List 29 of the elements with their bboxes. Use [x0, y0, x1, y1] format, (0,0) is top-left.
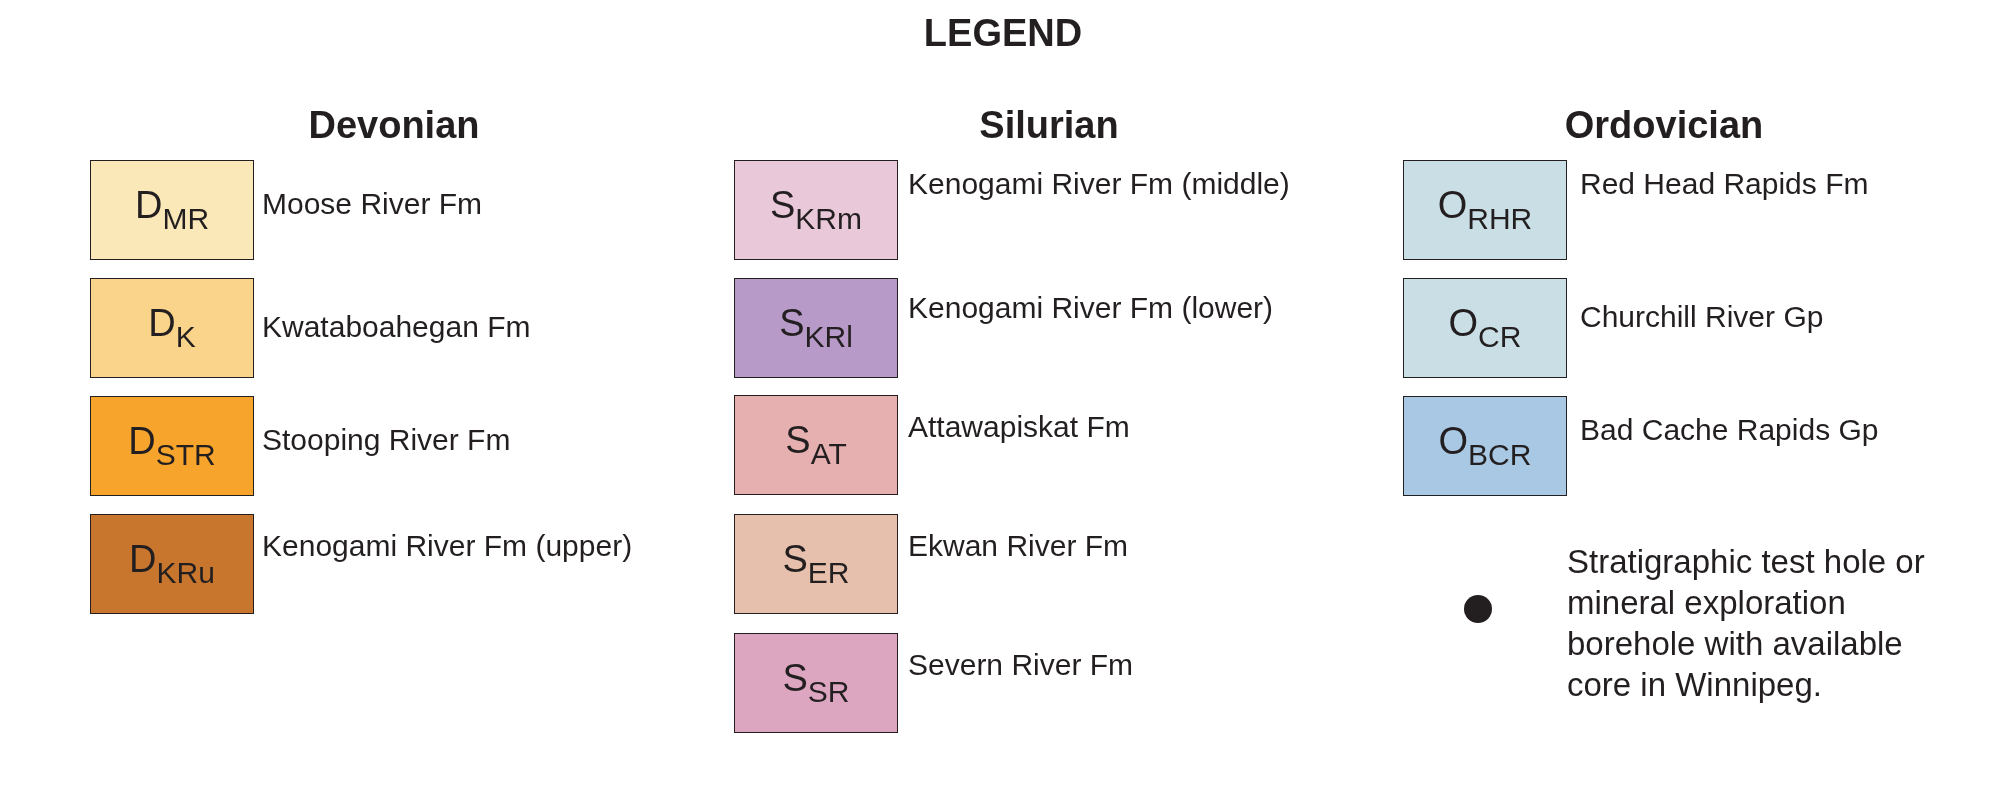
- unit-symbol: D$_{STR}$: [128, 422, 216, 470]
- unit-name: Kwataboahegan Fm: [262, 310, 531, 344]
- unit-symbol: S$_{KRl}$: [779, 304, 853, 352]
- unit-name: Kenogami River Fm (middle): [908, 167, 1290, 201]
- unit-symbol: S$_{SR}$: [782, 659, 850, 707]
- unit-symbol: S$_{ER}$: [782, 540, 850, 588]
- unit-name: Ekwan River Fm: [908, 529, 1129, 563]
- unit-name: Kenogami River Fm (lower): [908, 291, 1274, 325]
- unit-symbol: D$_{K}$: [148, 304, 196, 352]
- unit-name: Kenogami River Fm (upper): [262, 529, 633, 563]
- unit-symbol: O$_{BCR}$: [1438, 422, 1532, 470]
- unit-name: Red Head Rapids Fm: [1580, 167, 1869, 201]
- unit-symbol: S$_{KRm}$: [770, 186, 862, 234]
- unit-name: Churchill River Gp: [1580, 300, 1824, 334]
- unit-name: Attawapiskat Fm: [908, 410, 1130, 444]
- unit-symbol: S$_{AT}$: [785, 421, 847, 469]
- unit-name: Stooping River Fm: [262, 423, 511, 457]
- period-heading: Devonian: [308, 104, 480, 147]
- unit-symbol: D$_{KRu}$: [129, 540, 215, 588]
- symbol-description: Stratigraphic test hole or mineral exploration borehole with available core in Winnipeg.: [1567, 542, 1926, 705]
- unit-symbol: O$_{RHR}$: [1437, 186, 1533, 234]
- unit-name: Severn River Fm: [908, 648, 1134, 682]
- period-heading: Ordovician: [1564, 104, 1764, 147]
- unit-name: Bad Cache Rapids Gp: [1580, 413, 1879, 447]
- unit-symbol: O$_{CR}$: [1448, 304, 1522, 352]
- unit-symbol: D$_{MR}$: [134, 186, 210, 234]
- legend-title: LEGEND: [923, 12, 1083, 55]
- period-heading: Silurian: [979, 104, 1119, 147]
- unit-name: Moose River Fm: [262, 187, 483, 221]
